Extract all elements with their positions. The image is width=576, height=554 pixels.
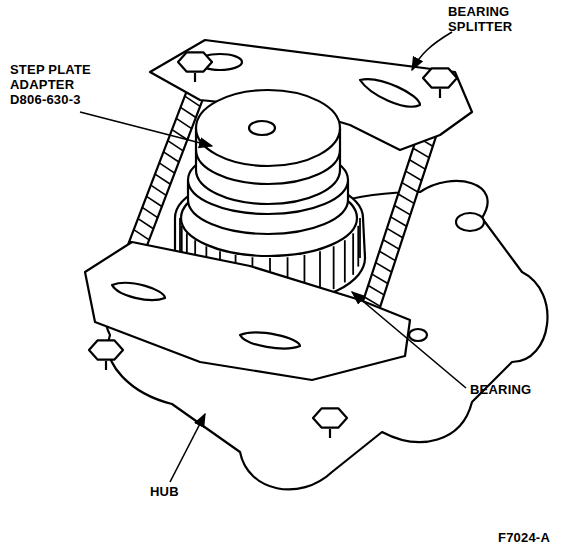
bearing-roller [359, 218, 361, 258]
thread-stroke [155, 174, 170, 184]
thread-stroke [402, 183, 418, 192]
leader-line [170, 414, 205, 482]
bearing-roller [352, 233, 354, 275]
bearing-roller [357, 226, 359, 267]
hub-hole [409, 329, 427, 341]
leader-line [412, 32, 452, 70]
bolt-head [423, 68, 457, 87]
thread-stroke [138, 219, 153, 229]
thread-stroke [164, 152, 179, 162]
label-holder: HUB [150, 484, 200, 499]
bolt-head [313, 408, 347, 427]
thread-stroke [387, 228, 403, 237]
bolt-shank [329, 429, 331, 438]
part-label: HUB [150, 484, 200, 499]
bolt-shank [105, 361, 107, 370]
thread-stroke [176, 118, 191, 128]
thread-stroke [372, 274, 388, 283]
thread-stroke [376, 263, 392, 272]
thread-stroke [398, 194, 414, 203]
threaded-rod [359, 129, 436, 318]
step-plate-hole [249, 121, 275, 135]
thread-stroke [151, 185, 166, 195]
thread-stroke [391, 217, 407, 226]
label-holder: BEARING SPLITTER [448, 4, 528, 34]
label-holder: F7024-A [498, 530, 570, 545]
thread-stroke [134, 230, 149, 240]
leader-line [80, 112, 212, 146]
bolt-head [178, 52, 212, 71]
thread-stroke [379, 251, 395, 260]
splitter-slot [360, 79, 420, 106]
thread-stroke [142, 207, 157, 217]
bolt-head [89, 340, 123, 359]
splitter-bar [85, 242, 410, 380]
figure-number: F7024-A [498, 530, 570, 545]
thread-stroke [368, 286, 384, 295]
splitter-slot [112, 283, 165, 300]
thread-stroke [413, 148, 429, 157]
hub-hole [456, 213, 484, 231]
thread-stroke [383, 240, 399, 249]
label-holder: BEARING [470, 382, 560, 397]
bearing-roller [333, 246, 335, 289]
bolt-shank [439, 89, 441, 98]
bearing-roller [344, 240, 346, 282]
thread-stroke [181, 107, 196, 117]
label-holder: STEP PLATE ADAPTER D806-630-3 [10, 62, 102, 107]
bolt-shank [194, 73, 196, 82]
thread-stroke [159, 163, 174, 173]
thread-stroke [409, 160, 425, 169]
leader-line [352, 292, 466, 388]
part-label: STEP PLATE ADAPTER D806-630-3 [10, 62, 102, 107]
thread-stroke [394, 205, 410, 214]
thread-stroke [147, 196, 162, 206]
part-label: BEARING SPLITTER [448, 4, 528, 34]
part-label: BEARING [470, 382, 560, 397]
step-plate [196, 90, 340, 166]
thread-stroke [406, 171, 422, 180]
thread-stroke [168, 141, 183, 151]
splitter-slot [240, 333, 300, 349]
